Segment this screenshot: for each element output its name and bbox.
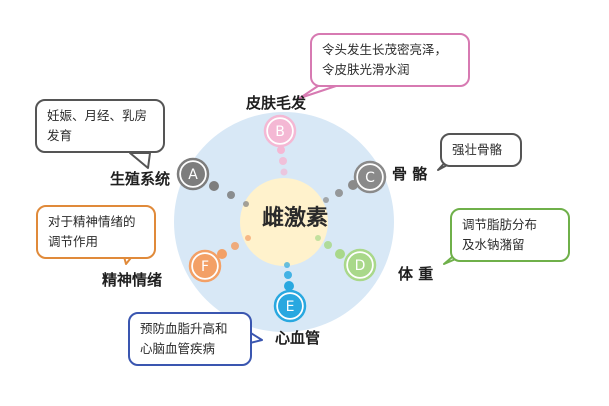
connector-dot (209, 181, 219, 191)
callout-bone: 强壮骨骼 (440, 133, 522, 167)
callout-line: 调节脂肪分布 (462, 217, 538, 232)
node-circle-e (278, 294, 302, 318)
connector-dot (217, 249, 227, 259)
callout-line: 令头发生长茂密亮泽， (322, 42, 448, 57)
label-body-weight: 体 重 (398, 265, 434, 283)
node-letter: E (286, 299, 295, 315)
callout-cardiovascular: 预防血脂升高和 心脑血管疾病 (128, 312, 252, 366)
connector-dot (280, 168, 288, 176)
connector-dot (277, 146, 285, 154)
connector-dot (279, 157, 287, 165)
connector-dots (209, 146, 358, 291)
node-circle-b (268, 119, 292, 143)
connector-dot (315, 235, 321, 241)
connector-dot (243, 201, 249, 207)
connector-dot (245, 235, 251, 241)
node-circle-c (358, 165, 382, 189)
node-circle-a (181, 162, 205, 186)
connector-dot (335, 189, 343, 197)
node-letter: B (275, 124, 285, 140)
callout-line: 及水钠潴留 (462, 237, 525, 252)
node-circles: A B C D E F (176, 114, 387, 323)
node-circle-f (193, 254, 217, 278)
node-letter: F (201, 259, 209, 275)
callout-line: 发育 (47, 128, 73, 143)
connector-dot (284, 281, 294, 291)
callout-line: 调节作用 (48, 234, 99, 249)
node-circle-d (348, 253, 372, 277)
connector-dot (324, 241, 332, 249)
connector-dot (335, 249, 345, 259)
connector-dot (227, 191, 235, 199)
callout-body-weight: 调节脂肪分布 及水钠潴留 (450, 208, 570, 262)
callout-mental-emotion: 对于精神情绪的 调节作用 (36, 205, 156, 259)
center-title: 雌激素 (261, 206, 328, 231)
connector-dot (284, 262, 290, 268)
node-letter: A (188, 167, 198, 183)
callout-reproductive: 妊娠、月经、乳房 发育 (35, 99, 165, 153)
callout-skin-hair: 令头发生长茂密亮泽， 令皮肤光滑水润 (310, 33, 470, 87)
callout-tail (129, 152, 151, 169)
label-mental-emotion: 精神情绪 (102, 271, 163, 289)
label-cardiovascular: 心血管 (275, 329, 321, 347)
connector-dot (284, 271, 292, 279)
node-letter: C (365, 170, 375, 186)
callout-line: 令皮肤光滑水润 (322, 62, 410, 77)
callout-line: 强壮骨骼 (452, 142, 503, 157)
callout-line: 心脑血管疾病 (140, 341, 216, 356)
label-bone: 骨 骼 (392, 165, 428, 183)
callout-line: 妊娠、月经、乳房 (47, 108, 148, 123)
connector-dot (231, 242, 239, 250)
connector-dot (323, 197, 329, 203)
node-letter: D (355, 258, 366, 274)
callout-line: 预防血脂升高和 (140, 321, 228, 336)
label-reproductive-system: 生殖系统 (110, 170, 171, 188)
center-circle (240, 178, 328, 266)
callout-line: 对于精神情绪的 (48, 214, 136, 229)
label-skin-hair: 皮肤毛发 (246, 94, 307, 112)
